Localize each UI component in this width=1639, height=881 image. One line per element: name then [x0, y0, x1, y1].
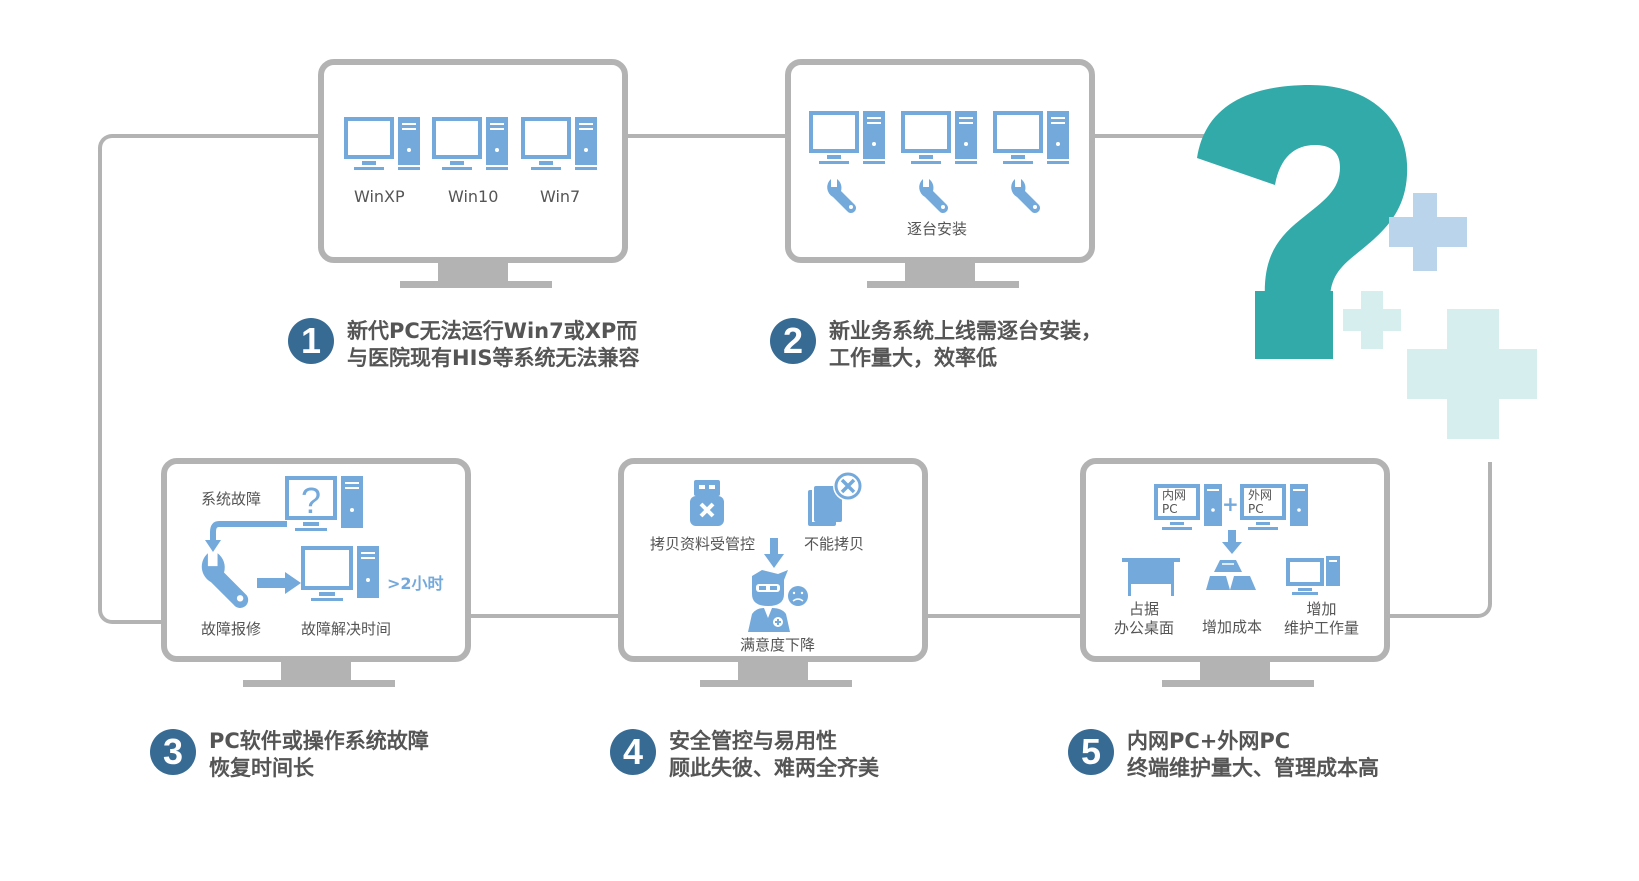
medical-cross-icon	[1343, 291, 1401, 349]
desktop-pc-icon	[901, 111, 977, 164]
monitor-foot	[700, 680, 852, 687]
label-line: 外网	[1248, 488, 1273, 502]
monitor-3: 系统故障 ? >2小时 故障报修 故障解决时间	[161, 458, 471, 688]
connector-bottom-3-4	[468, 614, 622, 618]
wrench-icon	[201, 553, 249, 608]
increase-cost-label: 增加成本	[1202, 618, 1263, 636]
satisfaction-drop-label: 满意度下降	[740, 636, 816, 654]
wrench-icon	[919, 179, 948, 213]
desktop-pc-icon	[301, 546, 379, 601]
right-arrow-icon	[257, 572, 301, 594]
label-line: 办公桌面	[1114, 619, 1175, 637]
intranet-pc-label: 内网 PC	[1162, 488, 1186, 516]
label-line: PC	[1248, 502, 1264, 516]
label-line: PC	[1162, 502, 1178, 516]
desktop-pc-icon	[521, 117, 597, 170]
usb-blocked-icon	[690, 480, 724, 526]
monitor-screen	[161, 458, 471, 662]
plus-sign: +	[1222, 492, 1239, 516]
desktop-pc-icon	[344, 117, 420, 170]
monitor-neck	[438, 263, 508, 281]
usb-control-label: 拷贝资料受管控	[650, 535, 756, 553]
monitor-foot	[400, 281, 552, 288]
step-badge-4: 4	[610, 729, 656, 775]
caption-line: 终端维护量大、管理成本高	[1127, 756, 1379, 780]
connector-right	[1388, 462, 1492, 618]
medical-cross-icon	[1407, 309, 1537, 439]
monitor-4: 拷贝资料受管控 不能拷贝 满意度下降	[618, 458, 928, 688]
step-caption-2: 新业务系统上线需逐台安装， 工作量大，效率低	[829, 318, 1102, 372]
caption-line: 工作量大，效率低	[829, 346, 997, 370]
monitor-foot	[243, 680, 395, 687]
desktop-pc-icon	[993, 111, 1069, 164]
monitor-1: WinXP Win10 Win7	[318, 59, 628, 289]
desktop-pc-icon	[809, 111, 885, 164]
monitor-neck	[1200, 662, 1270, 680]
extranet-pc-label: 外网 PC	[1248, 488, 1272, 516]
monitor-neck	[905, 263, 975, 281]
step-caption-5: 内网PC+外网PC 终端维护量大、管理成本高	[1127, 728, 1379, 782]
cannot-copy-label: 不能拷贝	[804, 535, 865, 553]
question-mark-icon	[1197, 85, 1408, 300]
caption-line: PC软件或操作系统故障	[209, 729, 429, 753]
office-desk-icon	[1122, 558, 1180, 596]
os-label-winxp: WinXP	[354, 187, 405, 206]
connector-top-2-qmark	[1092, 134, 1252, 138]
monitor-foot	[1162, 680, 1314, 687]
connector-bottom-4-5	[925, 614, 1083, 618]
wrench-icon	[1011, 179, 1040, 213]
monitor-2: 逐台安装	[785, 59, 1095, 289]
connector-top-1-2	[625, 134, 787, 138]
label-line: 维护工作量	[1284, 619, 1360, 637]
monitor-5: 内网 PC + 外网 PC 占据 办公桌面 增加成本 增加 维护工作量	[1080, 458, 1390, 688]
faulty-pc-question-icon: ?	[285, 476, 363, 531]
step-badge-1: 1	[288, 318, 334, 364]
increase-maintenance-label: 增加 维护工作量	[1284, 600, 1359, 638]
caption-line: 顾此失彼、难两全齐美	[669, 756, 879, 780]
step-badge-2: 2	[770, 318, 816, 364]
medical-cross-icon	[1389, 193, 1467, 271]
caption-line: 新业务系统上线需逐台安装，	[829, 319, 1102, 343]
intranet-pc-icon	[1154, 484, 1222, 530]
install-one-by-one-label: 逐台安装	[907, 220, 968, 238]
extranet-pc-icon	[1240, 484, 1308, 530]
caption-line: 恢复时间长	[209, 756, 314, 780]
caption-line: 安全管控与易用性	[669, 729, 837, 753]
caption-line: 与医院现有HIS等系统无法兼容	[347, 346, 640, 370]
monitor-foot	[867, 281, 1019, 288]
down-arrow-icon	[764, 538, 784, 568]
system-fault-label: 系统故障	[201, 490, 262, 508]
maintenance-pc-icon	[1286, 556, 1340, 595]
desk-occupation-label: 占据 办公桌面	[1114, 600, 1174, 638]
monitor-neck	[281, 662, 351, 680]
caption-line: 内网PC+外网PC	[1127, 729, 1291, 753]
question-mark-dot	[1255, 291, 1333, 359]
label-line: 增加	[1306, 600, 1337, 618]
gold-bars-icon	[1206, 560, 1256, 590]
resolve-duration: >2小时	[387, 574, 444, 593]
label-line: 内网	[1162, 488, 1187, 502]
curved-arrow-icon	[205, 521, 287, 552]
down-arrow-icon	[1222, 530, 1242, 554]
step-caption-4: 安全管控与易用性 顾此失彼、难两全齐美	[669, 728, 879, 782]
os-label-win10: Win10	[448, 187, 499, 206]
step-badge-5: 5	[1068, 729, 1114, 775]
svg-text:?: ?	[301, 480, 321, 521]
caption-line: 新代PC无法运行Win7或XP而	[347, 319, 638, 343]
fault-report-label: 故障报修	[201, 620, 262, 638]
monitor-neck	[738, 662, 808, 680]
unhappy-doctor-icon	[748, 570, 808, 632]
wrench-icon	[827, 179, 856, 213]
step-caption-1: 新代PC无法运行Win7或XP而 与医院现有HIS等系统无法兼容	[347, 318, 640, 372]
resolve-time-label: 故障解决时间	[301, 620, 392, 638]
os-label-win7: Win7	[540, 187, 581, 206]
desktop-pc-icon	[432, 117, 508, 170]
step-badge-3: 3	[150, 729, 196, 775]
copy-blocked-icon	[808, 471, 863, 526]
label-line: 占据	[1129, 600, 1160, 618]
step-caption-3: PC软件或操作系统故障 恢复时间长	[209, 728, 429, 782]
